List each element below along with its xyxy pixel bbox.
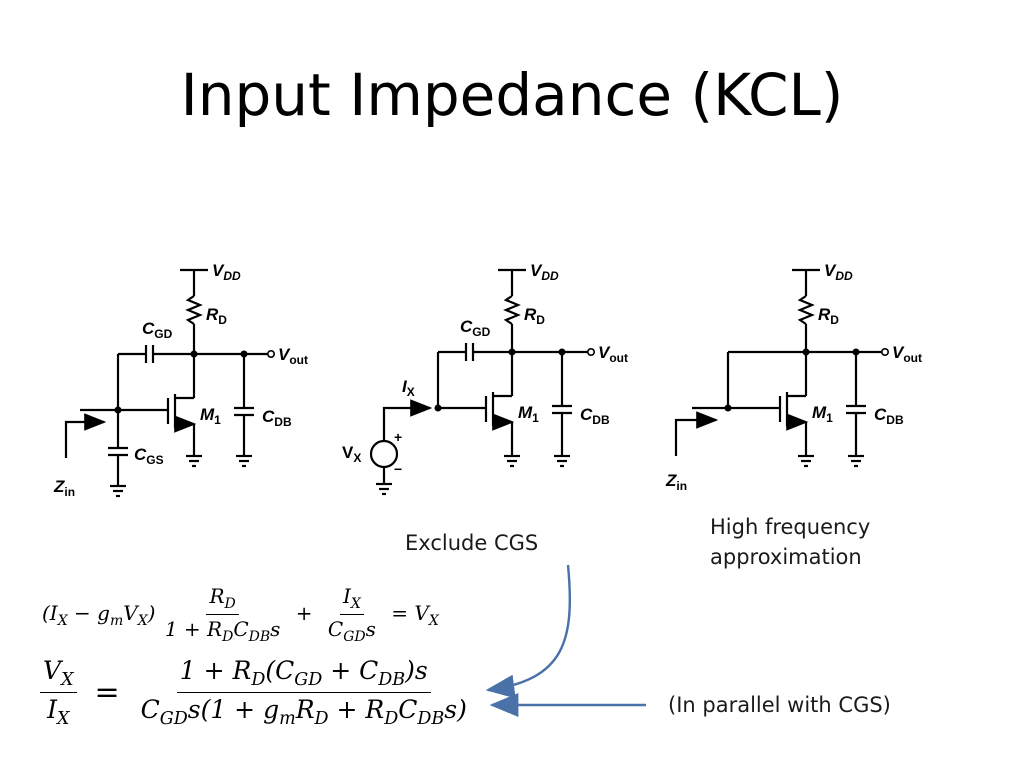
svg-text:Zin: Zin <box>665 471 687 493</box>
svg-text:M1: M1 <box>200 405 221 427</box>
svg-text:Vout: Vout <box>278 345 308 367</box>
svg-text:CDB: CDB <box>580 405 610 427</box>
svg-text:−: − <box>394 461 402 477</box>
svg-text:RD: RD <box>818 305 839 327</box>
note-high-frequency: High frequency approximation <box>710 512 870 572</box>
slide-title: Input Impedance (KCL) <box>180 61 844 129</box>
fraction-rd-term: RD 1 + RDCDBs <box>164 584 281 645</box>
svg-text:M1: M1 <box>518 403 539 425</box>
svg-text:Zin: Zin <box>53 477 75 499</box>
svg-text:CGS: CGS <box>134 445 164 467</box>
svg-text:RD: RD <box>524 305 545 327</box>
svg-text:CDB: CDB <box>874 405 904 427</box>
svg-text:Vout: Vout <box>892 343 922 365</box>
note-exclude-cgs: Exclude CGS <box>405 531 539 555</box>
fraction-vx-ix: VX IX <box>40 656 77 729</box>
svg-text:Vout: Vout <box>598 343 628 365</box>
svg-text:VDD: VDD <box>530 261 559 283</box>
svg-text:CGD: CGD <box>142 319 173 341</box>
circuit-high-frequency <box>674 268 882 468</box>
svg-text:CGD: CGD <box>460 317 491 339</box>
fraction-impedance: 1 + RD(CGD + CDB)s CGDs(1 + gmRD + RDCDB… <box>140 656 467 729</box>
resistor-rd <box>185 295 203 325</box>
vout-terminal <box>266 349 275 358</box>
note-high-frequency-line2: approximation <box>710 545 862 569</box>
fraction-cgd-term: IX CGDs <box>327 584 376 645</box>
svg-text:M1: M1 <box>812 403 833 425</box>
equation-kcl: (IX − gmVX) RD 1 + RDCDBs + IX CGDs = VX <box>42 584 439 645</box>
circuit-test-source <box>369 268 588 496</box>
svg-text:CDB: CDB <box>262 407 292 429</box>
note-in-parallel: (In parallel with CGS) <box>668 693 891 717</box>
circuit-common-source-full <box>64 268 268 498</box>
svg-text:RD: RD <box>206 305 227 327</box>
arrow-exclude-to-equation <box>485 564 572 699</box>
label-vdd: V <box>212 261 225 280</box>
svg-text:VX: VX <box>342 443 361 465</box>
svg-text:VDD: VDD <box>824 261 853 283</box>
equation-input-impedance: VX IX = 1 + RD(CGD + CDB)s CGDs(1 + gmRD… <box>40 656 470 729</box>
note-high-frequency-line1: High frequency <box>710 515 871 539</box>
svg-text:VDD: VDD <box>212 261 241 283</box>
svg-text:IX: IX <box>402 377 415 399</box>
svg-text:+: + <box>394 429 402 445</box>
